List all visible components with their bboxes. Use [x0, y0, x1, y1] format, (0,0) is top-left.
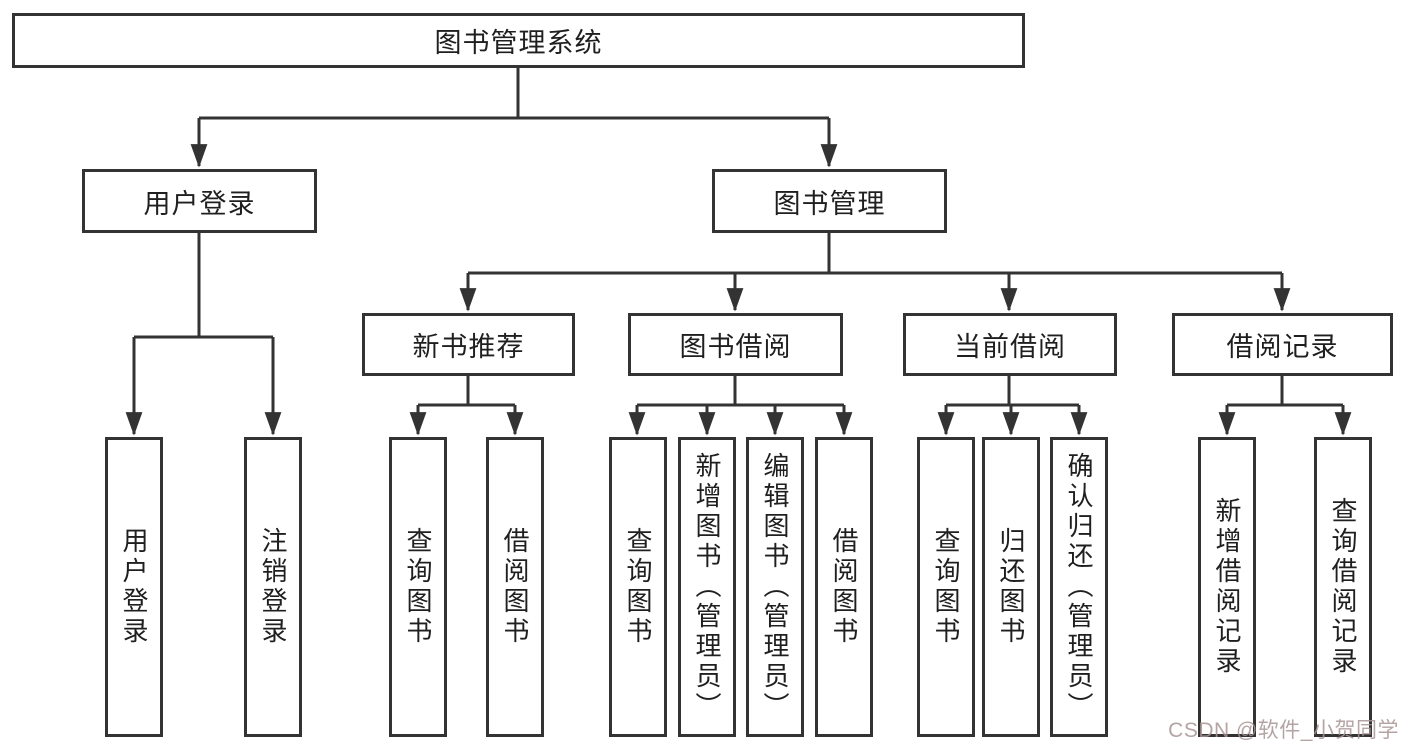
node-leaf-logout: 注销登录 [244, 437, 302, 737]
node-leaf-query-books-current: 查询图书 [917, 437, 975, 737]
csdn-watermark: CSDN @软件_小贺同学 [1168, 719, 1399, 742]
node-user-login: 用户登录 [82, 169, 317, 233]
node-book-management: 图书管理 [712, 169, 947, 233]
node-leaf-add-books-admin: 新增图书（管理员） [678, 437, 736, 737]
node-leaf-borrow-books-recommend: 借阅图书 [486, 437, 544, 737]
node-leaf-confirm-return-admin: 确认归还（管理员） [1050, 437, 1108, 737]
node-current-borrowing: 当前借阅 [903, 313, 1117, 376]
node-leaf-query-books-recommend: 查询图书 [389, 437, 447, 737]
node-borrowing-records: 借阅记录 [1172, 313, 1393, 376]
node-leaf-query-books-borrowing: 查询图书 [609, 437, 667, 737]
node-leaf-query-borrow-record: 查询借阅记录 [1314, 437, 1372, 737]
node-leaf-add-borrow-record: 新增借阅记录 [1198, 437, 1256, 737]
node-root-library-system: 图书管理系统 [12, 13, 1025, 68]
node-leaf-return-books: 归还图书 [982, 437, 1040, 737]
node-leaf-user-login: 用户登录 [105, 437, 163, 737]
node-leaf-borrow-books-borrowing: 借阅图书 [815, 437, 873, 737]
node-new-book-recommend: 新书推荐 [362, 313, 575, 376]
node-leaf-edit-books-admin: 编辑图书（管理员） [746, 437, 804, 737]
node-book-borrowing: 图书借阅 [628, 313, 843, 376]
